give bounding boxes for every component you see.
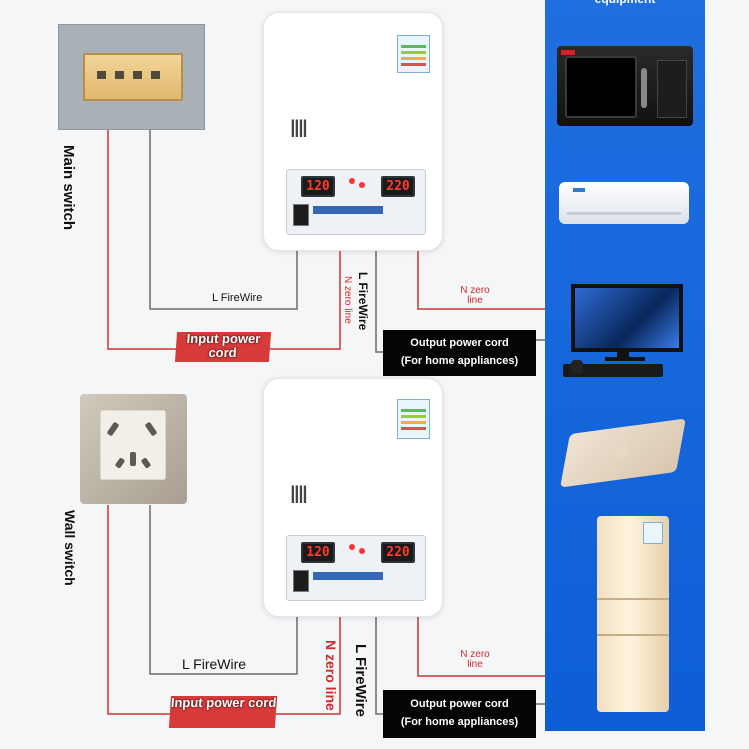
wall-socket (80, 394, 187, 504)
input-voltage-display: 120 (301, 176, 335, 197)
brand-strip (313, 572, 383, 580)
monitor-base (605, 357, 645, 361)
top-n-zero-right-label: N zero line (460, 285, 490, 306)
top-output-cord-box: Output power cord (For home appliances) (383, 330, 536, 376)
bottom-n-right-wire (417, 616, 545, 677)
spec-label (397, 399, 430, 439)
output-voltage-display: 220 (381, 542, 415, 563)
input-voltage-display: 120 (301, 542, 335, 563)
top-n-right-wire (417, 250, 545, 310)
spec-label (397, 35, 430, 73)
bottom-l-firewire-label: L FireWire (182, 656, 247, 672)
computer-monitor-icon (571, 284, 683, 352)
top-output-line1: Output power cord (410, 337, 509, 349)
bottom-n-zero-right-label: N zero line (460, 649, 490, 670)
top-l-firewire-vertical: L FireWire (356, 272, 370, 331)
bottom-l-wire (149, 505, 298, 675)
monitor-stand (617, 348, 629, 358)
bottom-output-cord-box: Output power cord (For home appliances) (383, 690, 536, 738)
top-output-line2: (For home appliances) (400, 355, 519, 367)
microwave-icon (557, 46, 693, 126)
breaker-strip (83, 53, 183, 101)
main-switch-box (58, 24, 205, 130)
wall-switch-label: Wall switch (62, 510, 78, 586)
top-l-firewire-label: L FireWire (212, 292, 263, 304)
bottom-n-zero-label: N zero line (323, 640, 339, 711)
air-conditioner-icon (559, 182, 689, 224)
top-input-cord-label: Input power cord (174, 331, 272, 362)
socket-face (100, 410, 166, 480)
top-l-wire (149, 128, 298, 310)
output-voltage-display: 220 (381, 176, 415, 197)
power-switch[interactable] (293, 204, 309, 226)
equipment-panel: equipment (545, 0, 705, 731)
vent-marks: |||| (290, 117, 307, 137)
equipment-title: equipment (545, 0, 705, 6)
power-switch[interactable] (293, 570, 309, 592)
voltage-regulator-top: |||| 120 220 (263, 12, 443, 251)
main-switch-label: Main switch (60, 145, 77, 231)
bottom-output-line2: (For home appliances) (400, 716, 519, 728)
brand-strip (313, 206, 383, 214)
keyboard-icon (563, 364, 663, 377)
vent-marks: |||| (290, 483, 307, 503)
bottom-input-cord-label: Input power cord (168, 695, 278, 728)
top-n-zero-label: N zero line (342, 276, 353, 324)
voltage-regulator-bottom: |||| 120 220 (263, 378, 443, 617)
control-panel: 120 220 (286, 535, 426, 601)
control-panel: 120 220 (286, 169, 426, 235)
bottom-output-line1: Output power cord (410, 698, 509, 710)
bottom-l-firewire-vertical: L FireWire (352, 644, 369, 717)
refrigerator-icon (597, 516, 669, 712)
laptop-icon (560, 418, 686, 488)
